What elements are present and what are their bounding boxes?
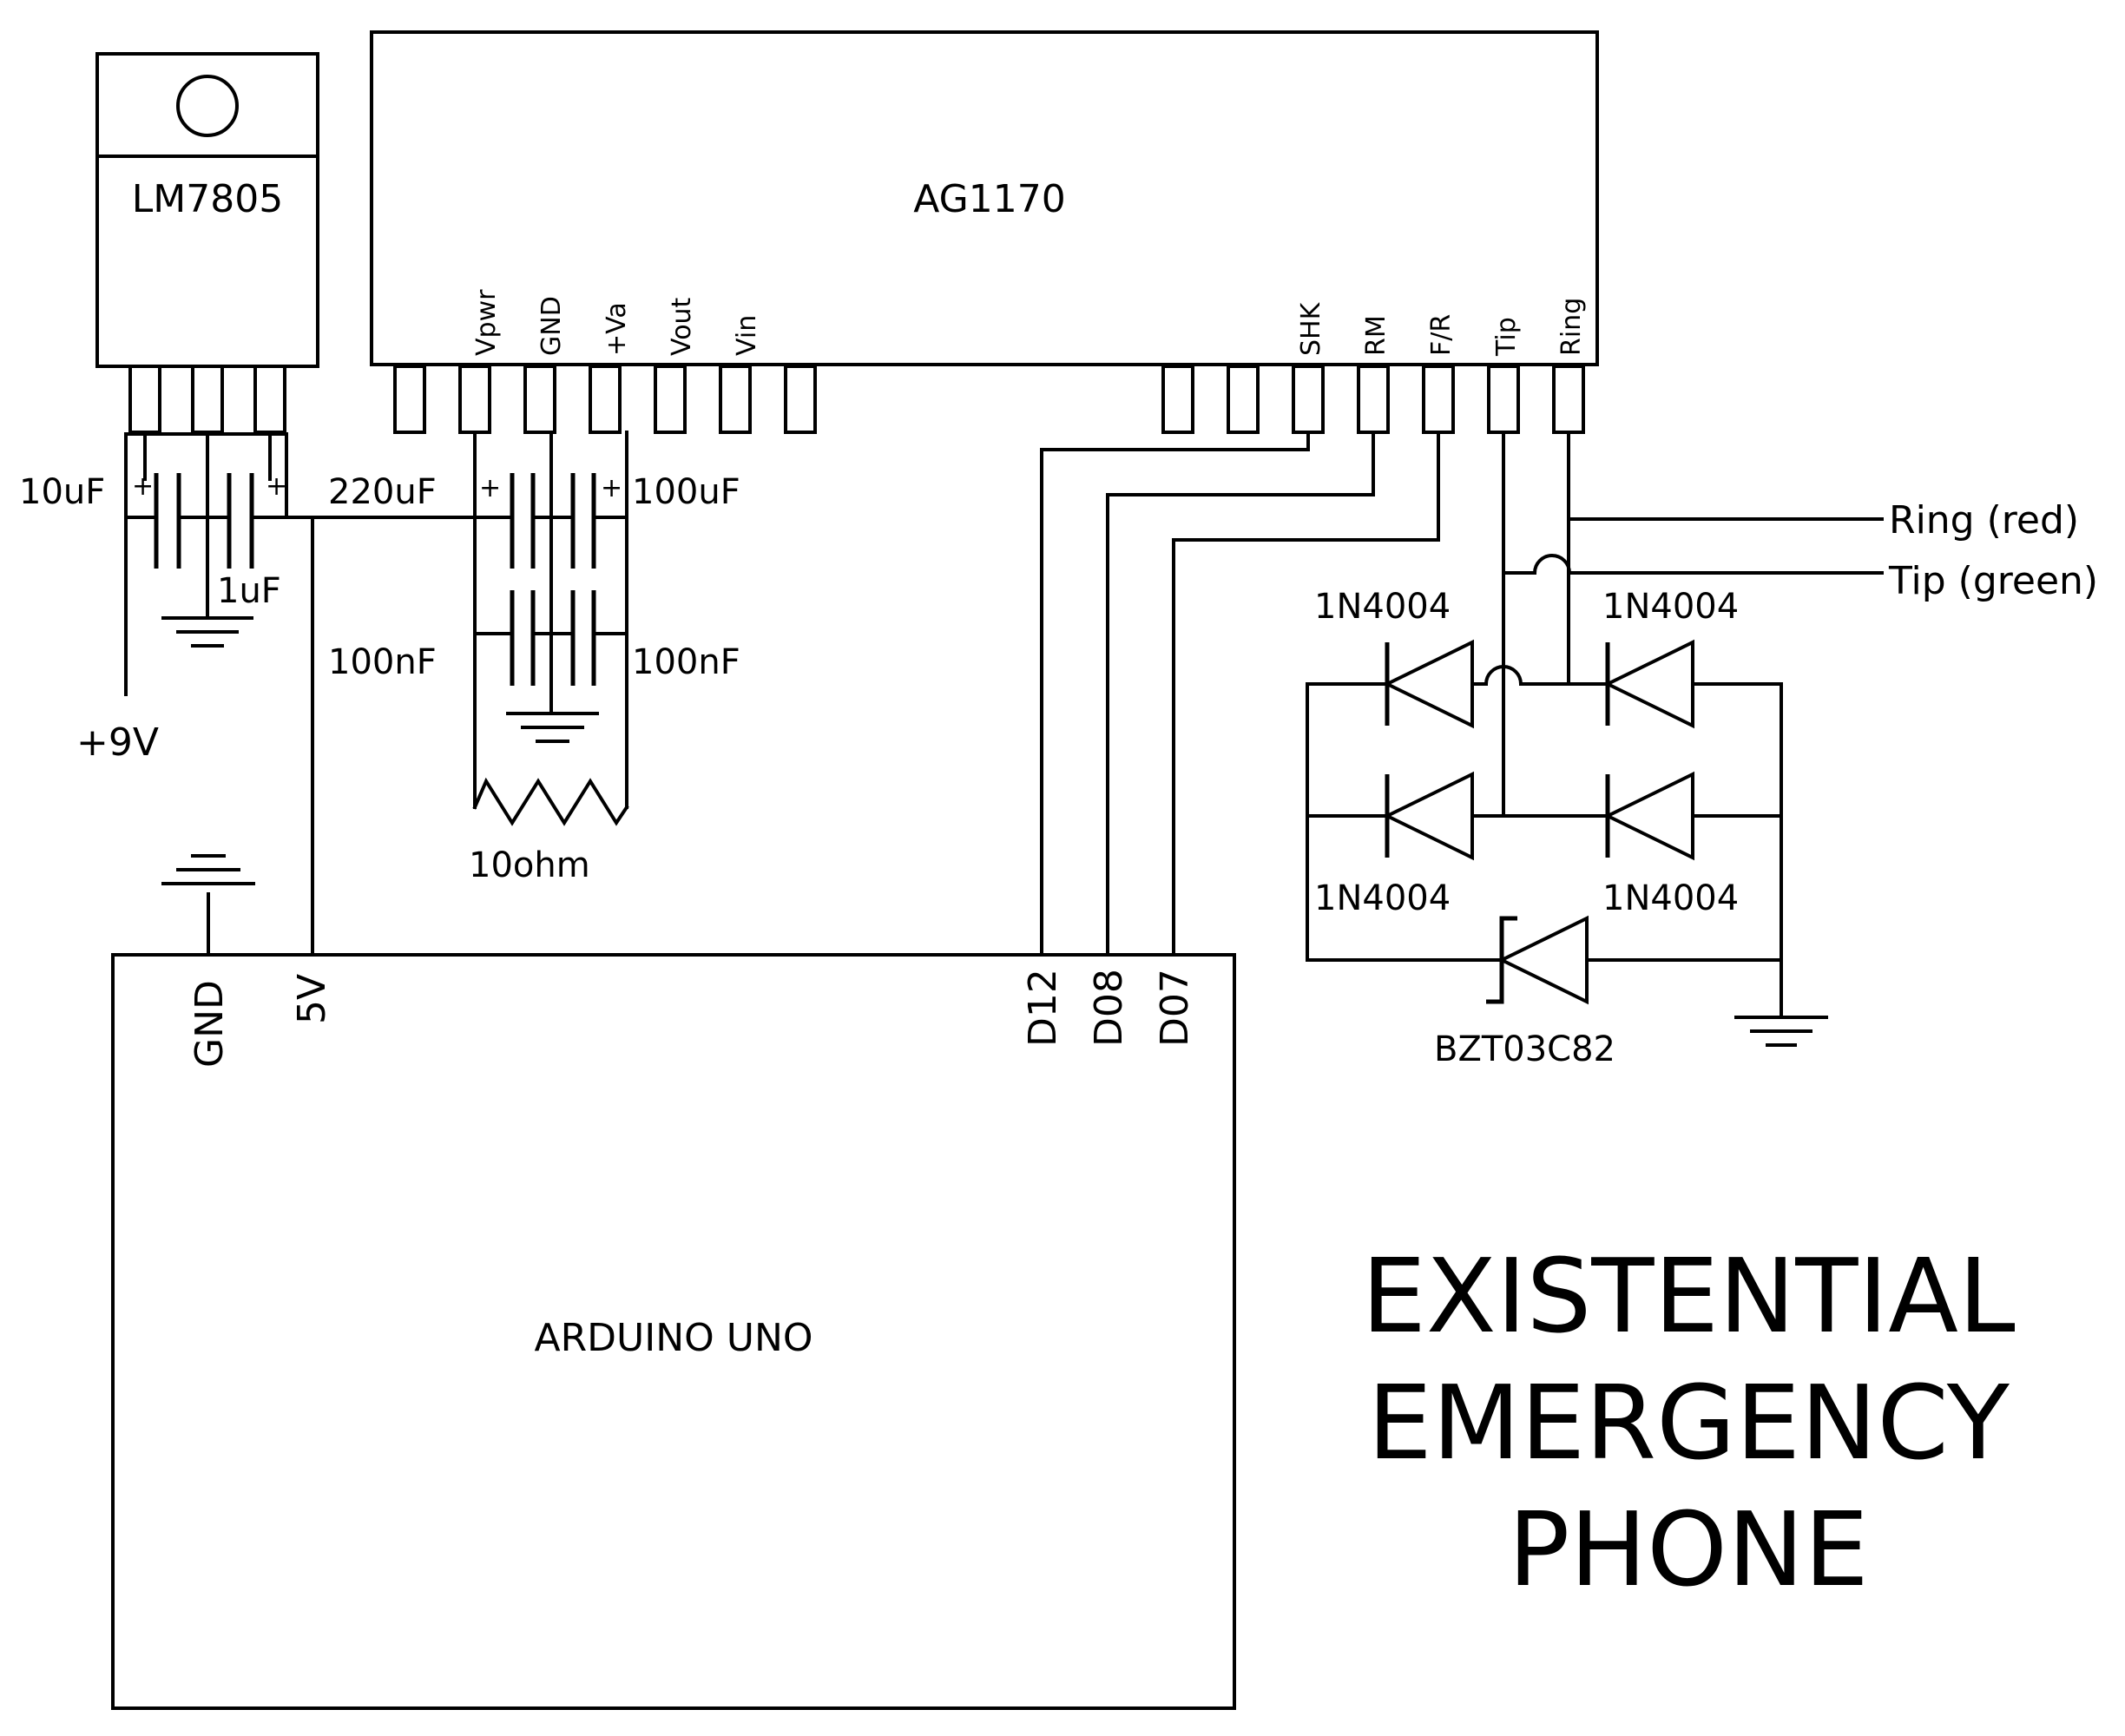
arduino-gnd-label: GND xyxy=(188,980,232,1068)
resistor-10ohm xyxy=(472,777,629,826)
control-wiring xyxy=(1040,431,1440,957)
pin-va-label: +Va xyxy=(602,302,632,356)
ring-output-label: Ring (red) xyxy=(1889,498,2079,542)
arduino-d08-label: D08 xyxy=(1087,969,1131,1047)
diode-top-left-label: 1N4004 xyxy=(1314,587,1451,627)
pin-tip-label: Tip xyxy=(1491,317,1522,357)
arduino-label: ARDUINO UNO xyxy=(534,1316,812,1360)
input-9v-label: +9V xyxy=(76,720,159,765)
title-line-3: PHONE xyxy=(1508,1489,1869,1609)
diode-top-right-label: 1N4004 xyxy=(1602,587,1739,627)
diode-mid-right xyxy=(1603,771,1694,861)
title-line-1: EXISTENTIAL xyxy=(1361,1236,2016,1356)
diode-mid-right-label: 1N4004 xyxy=(1602,878,1739,918)
pin-vout-label: Vout xyxy=(667,297,697,356)
cap-100nf-right-label: 100nF xyxy=(632,642,740,682)
diode-mid-left xyxy=(1383,771,1474,861)
pin-vpwr-label: Vpwr xyxy=(471,289,502,356)
cap-100uf-plus: + xyxy=(601,473,622,503)
schematic-title: EXISTENTIAL EMERGENCY PHONE xyxy=(1361,1236,2016,1609)
power-filter xyxy=(472,431,629,826)
lm7805-regulator: LM7805 xyxy=(95,52,319,481)
regulator-wiring xyxy=(124,432,488,957)
pin-vin-label: Vin xyxy=(732,315,762,356)
cap-220uf-label: 220uF xyxy=(328,472,437,512)
diode-mid-left-label: 1N4004 xyxy=(1314,878,1451,918)
line-interface xyxy=(1306,431,1884,1047)
ag1170-label: AG1170 xyxy=(913,177,1065,221)
diode-top-right xyxy=(1603,639,1694,729)
title-line-2: EMERGENCY xyxy=(1367,1363,2010,1483)
pin-shk-label: SHK xyxy=(1296,301,1326,356)
cap-100uf-label: 100uF xyxy=(632,472,740,512)
cap-10uf-plus: + xyxy=(132,471,154,502)
pin-ring-label: Ring xyxy=(1556,298,1587,356)
cap-100nf-left-label: 100nF xyxy=(328,642,437,682)
cap-10uf-label: 10uF xyxy=(19,472,105,512)
arduino-uno: ARDUINO UNO xyxy=(111,854,1236,1710)
cap-220uf-plus: + xyxy=(479,473,501,503)
mounting-hole-icon xyxy=(176,75,239,137)
arduino-d07-label: D07 xyxy=(1153,969,1197,1047)
pin-fr-label: F/R xyxy=(1426,314,1457,356)
zener-diode xyxy=(1497,915,1589,1005)
cap-1uf-label: 1uF xyxy=(217,571,281,611)
arduino-d12-label: D12 xyxy=(1021,969,1065,1047)
lm7805-label: LM7805 xyxy=(132,177,283,221)
resistor-10ohm-label: 10ohm xyxy=(469,845,590,885)
diode-top-left xyxy=(1383,639,1474,729)
cap-1uf-plus: + xyxy=(266,471,287,502)
zener-label: BZT03C82 xyxy=(1434,1029,1615,1069)
pin-gnd-label: GND xyxy=(536,296,567,356)
ag1170-module: AG1170 xyxy=(370,30,1599,434)
tip-output-label: Tip (green) xyxy=(1888,559,2098,603)
arduino-5v-label: 5V xyxy=(290,974,334,1024)
pin-rm-label: RM xyxy=(1361,315,1391,356)
